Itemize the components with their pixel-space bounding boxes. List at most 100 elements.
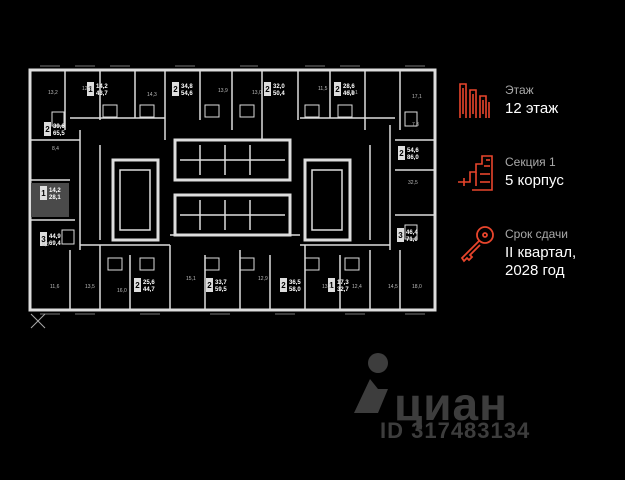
rooms-badge (172, 82, 179, 96)
rooms-count: 2 (281, 281, 286, 290)
rooms-badge (398, 146, 405, 160)
cian-logo-icon (354, 353, 388, 413)
living-area: 69,4 (49, 241, 61, 247)
floor-icon (459, 83, 490, 118)
room-area-label: 11,6 (50, 284, 60, 290)
delivery-row: Срок сдачи II квартал, 2028 год (456, 224, 621, 284)
rooms-badge (328, 278, 335, 292)
rooms-badge (87, 82, 94, 96)
living-area: 43,7 (96, 91, 108, 97)
section-row: Секция 1 5 корпус (456, 152, 621, 212)
selected-apartment[interactable] (31, 183, 69, 217)
rooms-count: 2 (335, 85, 340, 94)
room-area-label: 13,9 (218, 88, 228, 94)
total-area: 32,0 (273, 84, 285, 90)
floor-value: 12 этаж (505, 100, 559, 117)
rooms-count: 1 (41, 189, 46, 198)
room-area-label: 14,5 (388, 284, 398, 290)
rooms-count: 2 (45, 125, 50, 134)
room-area-label: 16,0 (117, 288, 127, 294)
rooms-badge (397, 228, 404, 242)
room-area-label: 12,9 (258, 276, 268, 282)
total-area: 14,2 (49, 188, 61, 194)
rooms-count: 1 (329, 281, 334, 290)
room-area-label: 8,4 (52, 146, 59, 152)
cian-brand: циан (394, 378, 508, 430)
living-area: 46,9 (343, 91, 355, 97)
total-area: 36,5 (289, 280, 301, 286)
rooms-badge (134, 278, 141, 292)
total-area: 44,9 (49, 234, 61, 240)
total-area: 34,8 (181, 84, 193, 90)
living-area: 32,7 (337, 287, 349, 293)
room-area-label: 32,5 (408, 180, 418, 186)
living-area: 59,5 (215, 287, 227, 293)
rooms-badge (334, 82, 341, 96)
total-area: 25,6 (143, 280, 155, 286)
rooms-count: 2 (135, 281, 140, 290)
rooms-badge (40, 232, 47, 246)
total-area: 46,4 (406, 230, 418, 236)
floor-row: Этаж 12 этаж (456, 80, 621, 140)
room-area-label: 18,0 (412, 284, 422, 290)
room-area-label: 13,0 (252, 90, 262, 96)
delivery-value-line1: II квартал, (505, 244, 577, 261)
rooms-count: 2 (207, 281, 212, 290)
living-area: 65,5 (53, 131, 65, 137)
total-area: 54,6 (407, 148, 419, 154)
building-icon (458, 155, 493, 191)
cian-watermark: циан ID 317483134 (344, 345, 584, 445)
total-area: 14,2 (96, 84, 108, 90)
total-area: 33,7 (215, 280, 227, 286)
total-area: 28,6 (343, 84, 355, 90)
living-area: 58,0 (289, 287, 301, 293)
rooms-count: 2 (173, 85, 178, 94)
room-area-label: 15,1 (186, 276, 196, 282)
room-area-label: 13,2 (48, 90, 58, 96)
delivery-value-line2: 2028 год (505, 262, 565, 279)
section-label: Секция 1 (505, 155, 556, 169)
room-area-label: 13,1 (322, 284, 332, 290)
total-area: 17,3 (337, 280, 349, 286)
living-area: 86,0 (407, 155, 419, 161)
compass-icon (30, 313, 46, 329)
living-area: 71,0 (406, 237, 418, 243)
section-value: 5 корпус (505, 172, 564, 189)
rooms-badge (264, 82, 271, 96)
room-area-label: 17,1 (412, 94, 422, 100)
living-area: 50,4 (273, 91, 285, 97)
rooms-badge (280, 278, 287, 292)
living-area: 28,1 (49, 195, 61, 201)
delivery-label: Срок сдачи (505, 227, 568, 241)
rooms-count: 2 (399, 149, 404, 158)
rooms-count: 2 (265, 85, 270, 94)
listing-id: ID 317483134 (380, 418, 531, 443)
key-icon (460, 226, 494, 263)
room-area-label: 7,3 (412, 122, 419, 128)
rooms-badge (44, 122, 51, 136)
room-area-label: 9,3 (42, 242, 49, 248)
floor-label: Этаж (505, 83, 534, 97)
living-area: 44,7 (143, 287, 155, 293)
rooms-badge (40, 186, 47, 200)
room-area-label: 12,4 (352, 284, 362, 290)
room-area-label: 14,3 (147, 92, 157, 98)
room-area-label: 12,5 (82, 86, 92, 92)
total-area: 39,6 (53, 124, 65, 130)
rooms-count: 3 (398, 231, 403, 240)
room-area-label: 13,5 (85, 284, 95, 290)
